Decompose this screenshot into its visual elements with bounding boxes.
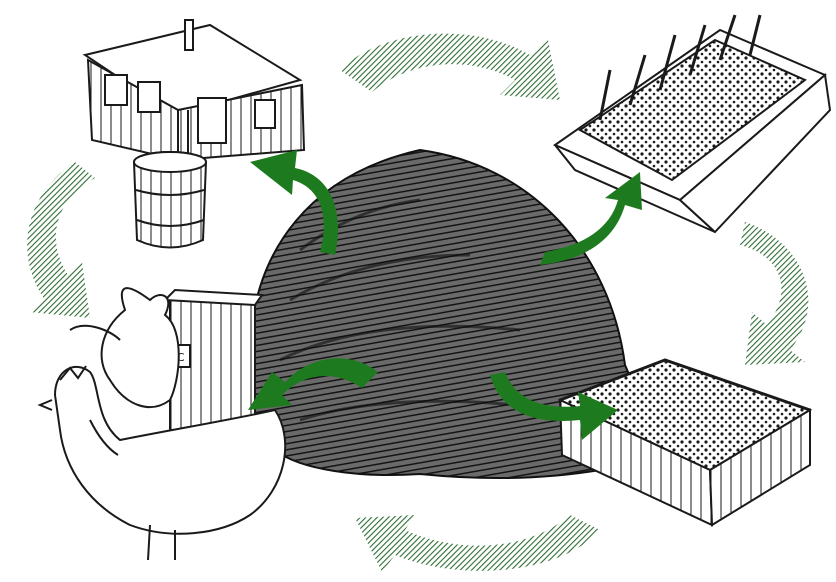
cycle-arrow-left xyxy=(27,162,95,318)
seedling-planter-box-icon xyxy=(560,360,810,525)
house-with-rain-barrel-icon xyxy=(85,20,304,248)
cycle-arrow-right xyxy=(740,222,808,365)
rabbit-chicken-hutch-icon: WC xyxy=(40,288,285,560)
raised-vegetable-bed-icon xyxy=(555,15,830,232)
cycle-arrow-top xyxy=(340,34,560,100)
cycle-arrow-bottom xyxy=(355,515,600,572)
